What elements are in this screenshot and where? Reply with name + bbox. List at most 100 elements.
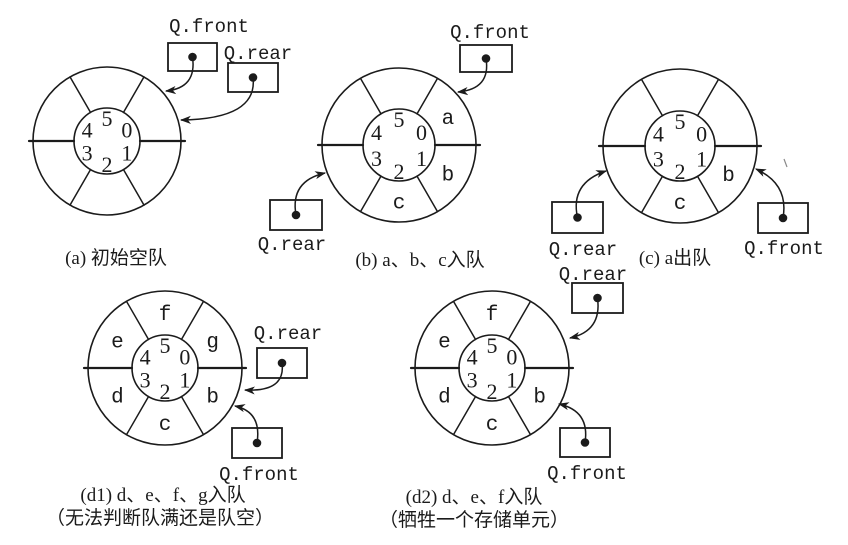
pointer-label-front: Q.front (169, 16, 249, 38)
cell-letter-b: b (442, 164, 455, 187)
sector-divider (640, 78, 664, 117)
slot-number-2: 2 (675, 159, 686, 184)
slot-number-1: 1 (416, 146, 427, 171)
caption-d2-line-2: （牺牲一个存储单元） (379, 509, 569, 531)
cell-letter-g: g (206, 332, 219, 355)
caption-d1-line-1: (d1) d、e、f、g入队 (80, 484, 245, 506)
cell-letter-e: e (111, 332, 124, 355)
slot-number-2: 2 (394, 159, 405, 184)
pointer-arrow-rear (568, 297, 599, 340)
sector-divider (696, 78, 720, 117)
sector-divider (416, 77, 439, 115)
cell-letter-f: f (159, 304, 172, 327)
slot-number-3: 3 (140, 368, 151, 393)
slot-number-1: 1 (121, 141, 132, 166)
caption-c-line-1: (c) a出队 (639, 247, 711, 269)
slot-number-5: 5 (394, 107, 405, 132)
pointer-box-rear (227, 62, 279, 93)
pointer-arrow-front (557, 402, 587, 443)
slot-number-3: 3 (371, 146, 382, 171)
cell-letter-b: b (206, 387, 219, 410)
slot-number-3: 3 (82, 141, 93, 166)
sector-divider (180, 300, 205, 341)
pointer-label-rear: Q.rear (549, 239, 617, 261)
cell-letter-c: c (486, 414, 499, 437)
sector-divider (359, 175, 382, 213)
slot-number-2: 2 (102, 152, 113, 177)
slot-number-2: 2 (160, 379, 171, 404)
caption-d2-line-1: (d2) d、e、f入队 (406, 486, 543, 508)
slot-number-3: 3 (653, 147, 664, 172)
pointer-arrow-rear (294, 171, 327, 216)
pointer-label-rear: Q.rear (258, 234, 326, 256)
sector-divider (122, 168, 145, 206)
slot-number-5: 5 (160, 333, 171, 358)
sector-divider (507, 395, 532, 436)
pointer-arrow-front (233, 404, 259, 444)
pointer-arrow-rear (575, 170, 608, 218)
pointer-label-front: Q.front (450, 22, 530, 44)
caption-a-line-1: (a) 初始空队 (65, 247, 167, 269)
cell-letter-d: d (111, 387, 124, 410)
slot-number-4: 4 (371, 120, 382, 145)
slot-number-3: 3 (467, 368, 478, 393)
cell-letter-b: b (722, 165, 735, 188)
cell-letter-c: c (393, 193, 406, 216)
cell-letter-a: a (442, 108, 455, 131)
pointer-label-rear: Q.rear (559, 264, 627, 286)
slot-number-5: 5 (675, 109, 686, 134)
sector-divider (696, 175, 720, 214)
slot-number-0: 0 (506, 345, 517, 370)
slot-number-0: 0 (179, 345, 190, 370)
sector-divider (640, 175, 664, 214)
pointer-label-rear: Q.rear (254, 323, 322, 345)
sector-divider (180, 395, 205, 436)
slot-number-5: 5 (102, 106, 113, 131)
pointer-arrow-front (754, 168, 785, 219)
sector-divider (69, 76, 92, 114)
slot-number-4: 4 (82, 118, 93, 143)
slot-number-4: 4 (653, 122, 664, 147)
slot-number-0: 0 (416, 120, 427, 145)
cell-letter-b: b (533, 387, 546, 410)
sector-divider (122, 76, 145, 114)
pointer-arrow-front (456, 58, 488, 96)
slot-number-1: 1 (696, 147, 707, 172)
pointer-arrow-rear (179, 77, 254, 124)
slot-number-0: 0 (121, 118, 132, 143)
slot-number-4: 4 (140, 345, 151, 370)
cell-letter-f: f (486, 304, 499, 327)
sector-divider (125, 300, 150, 341)
sector-divider (125, 395, 150, 436)
sector-divider (69, 168, 92, 206)
slot-number-1: 1 (506, 368, 517, 393)
cell-letter-d: d (438, 387, 451, 410)
scan-speck (783, 158, 788, 168)
cell-letter-e: e (438, 332, 451, 355)
slot-number-5: 5 (487, 333, 498, 358)
pointer-label-rear: Q.rear (224, 43, 292, 65)
caption-d1-line-2: （无法判断队满还是队空） (46, 507, 274, 529)
cell-letter-c: c (674, 193, 687, 216)
pointer-arrow-rear (243, 362, 284, 395)
pointer-label-front: Q.front (744, 238, 824, 260)
sector-divider (452, 395, 477, 436)
sector-divider (507, 300, 532, 341)
pointer-box-rear (551, 201, 604, 234)
pointer-box-rear (256, 347, 308, 379)
slot-number-0: 0 (696, 122, 707, 147)
sector-divider (359, 77, 382, 115)
sector-divider (416, 175, 439, 213)
caption-b-line-1: (b) a、b、c入队 (355, 249, 484, 271)
sector-divider (452, 300, 477, 341)
slot-number-1: 1 (179, 368, 190, 393)
slot-number-2: 2 (487, 379, 498, 404)
